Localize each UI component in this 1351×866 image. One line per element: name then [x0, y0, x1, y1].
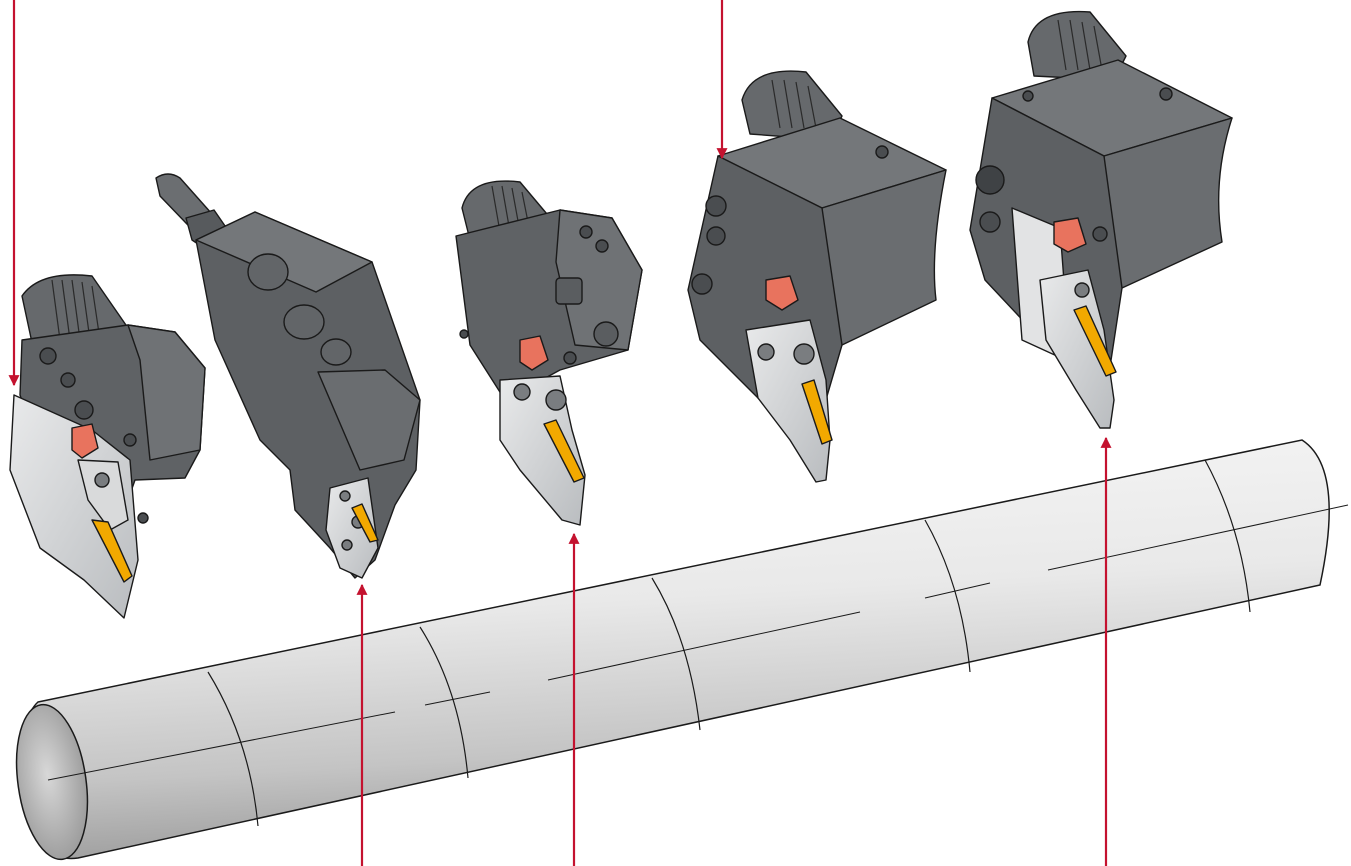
groove-ring [1204, 459, 1251, 613]
screw-icon [339, 490, 351, 502]
screw-icon [545, 389, 567, 411]
screw-icon [341, 539, 353, 551]
blade-plate [325, 477, 379, 579]
bar-body [20, 439, 1330, 860]
holder-side [1103, 117, 1233, 289]
screw-icon [459, 329, 469, 339]
groove-ring [651, 577, 701, 731]
blade-plate [1039, 269, 1115, 429]
screw-icon [513, 383, 531, 401]
clamp-block [77, 459, 129, 531]
clamp-screw-icon [555, 277, 583, 305]
screw-icon [793, 343, 815, 365]
gear-emblem-icon [975, 165, 1005, 195]
tool-holder-1 [9, 274, 206, 619]
screw-icon [563, 351, 577, 365]
cutting-insert-icon [1073, 305, 1117, 377]
cutting-insert-icon [801, 379, 833, 445]
holder-side [555, 209, 643, 351]
screw-icon [979, 211, 1001, 233]
bar-end-face [15, 703, 89, 861]
bolt-icon [320, 338, 352, 366]
cutting-insert-icon [91, 519, 133, 583]
screw-icon [595, 239, 609, 253]
holder-side [127, 324, 206, 461]
screw-icon [875, 145, 889, 159]
pointer-arrows [8, 0, 1112, 866]
screw-icon [74, 400, 94, 420]
screw-icon [1092, 226, 1108, 242]
tool-holder-5 [969, 10, 1233, 429]
screw-icon [579, 225, 593, 239]
screw-icon [691, 273, 713, 295]
screw-icon [137, 512, 149, 524]
clamp-icon [765, 275, 799, 311]
tool-holder-2 [155, 173, 421, 579]
workpiece-bar [15, 439, 1349, 861]
groove-ring [419, 626, 469, 779]
holder-side [821, 169, 947, 346]
groove-ring [207, 671, 259, 827]
clamp-icon [71, 423, 99, 459]
clamp-icon [519, 335, 549, 371]
screw-icon [1074, 282, 1090, 298]
tool-holder-3 [455, 180, 643, 526]
screw-icon [123, 433, 137, 447]
groove-rings [207, 459, 1251, 827]
bolt-icon [283, 304, 325, 340]
groove-ring [924, 519, 971, 673]
bolt-icon [247, 253, 289, 291]
cutting-insert-icon [543, 419, 585, 483]
shank-serrations [1057, 19, 1103, 71]
screw-icon [705, 195, 727, 217]
screw-icon [1022, 90, 1034, 102]
screw-icon [757, 343, 775, 361]
screw-icon [94, 472, 110, 488]
clamp-icon [1053, 217, 1087, 253]
bar-centerline [47, 504, 1349, 781]
cutting-insert-icon [351, 503, 379, 543]
screw-icon [706, 226, 726, 246]
tool-holder-4 [687, 70, 947, 483]
blade-plate [499, 375, 586, 526]
blade-plate [9, 394, 139, 619]
front-block [317, 369, 421, 471]
screw-icon [60, 372, 76, 388]
shank-serrations [771, 79, 817, 129]
screw-icon [1159, 87, 1173, 101]
adjust-dial-icon [593, 321, 619, 347]
screw-icon [39, 347, 57, 365]
